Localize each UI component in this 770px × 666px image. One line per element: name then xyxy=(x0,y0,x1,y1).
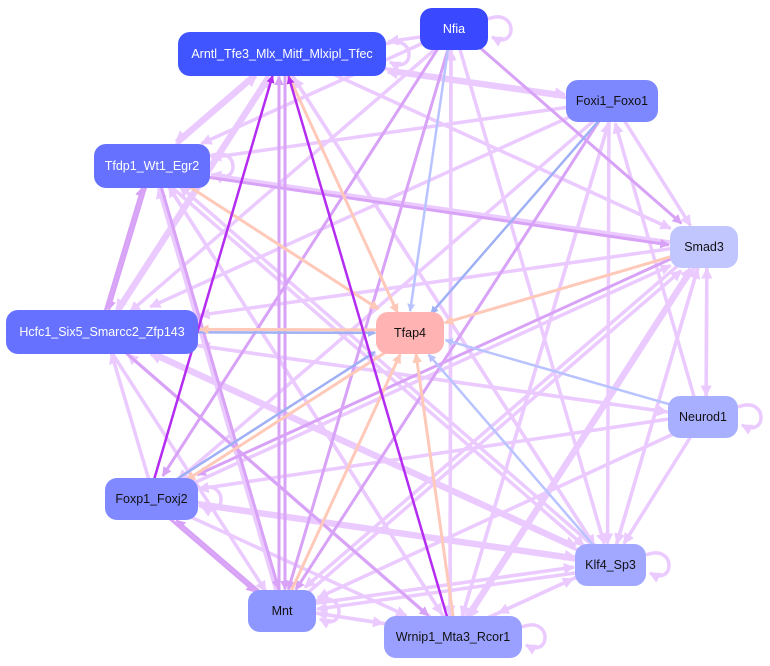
node-wrnip1[interactable]: Wrnip1_Mta3_Rcor1 xyxy=(384,616,522,658)
node-arntl[interactable]: Arntl_Tfe3_Mlx_Mitf_Mlxipl_Tfec xyxy=(178,32,386,76)
edge-neurod1-to-mnt xyxy=(316,418,705,600)
edge-tfdp1-to-smad3 xyxy=(151,167,670,249)
edge-smad3-to-tfap4 xyxy=(443,245,705,326)
node-label: Arntl_Tfe3_Mlx_Mitf_Mlxipl_Tfec xyxy=(191,47,373,61)
edge-klf4-to-tfdp1 xyxy=(178,184,614,565)
node-foxp1[interactable]: Foxp1_Foxj2 xyxy=(105,478,198,520)
edge-hcfc1-to-mnt xyxy=(98,332,268,593)
edge-tfdp1-to-hcfc1 xyxy=(106,165,154,311)
edge-tfap4-to-foxp1 xyxy=(185,334,413,482)
edge-smad3-to-tfdp1 xyxy=(210,170,705,249)
edge-neurod1-to-neurod1 xyxy=(737,403,763,435)
edge-foxp1-to-tfap4 xyxy=(149,350,376,498)
edge-klf4-to-mnt xyxy=(315,566,612,614)
node-label: Hcfc1_Six5_Smarcc2_Zfp143 xyxy=(19,325,185,339)
node-label: Foxi1_Foxo1 xyxy=(575,94,649,108)
edge-nfia-to-klf4 xyxy=(452,28,607,545)
node-foxi1[interactable]: Foxi1_Foxo1 xyxy=(566,80,658,122)
edge-klf4-to-tfap4 xyxy=(427,353,612,566)
node-klf4[interactable]: Klf4_Sp3 xyxy=(575,544,646,586)
edge-nfia-to-tfdp1 xyxy=(200,27,455,146)
node-tfdp1[interactable]: Tfdp1_Wt1_Egr2 xyxy=(94,144,210,188)
node-label: Mnt xyxy=(271,604,293,618)
edge-wrnip1-to-tfap4 xyxy=(412,353,458,637)
edge-hcfc1-to-arntl xyxy=(103,77,272,335)
node-nfia[interactable]: Nfia xyxy=(420,8,488,50)
edge-nfia-to-smad3 xyxy=(454,25,683,225)
edge-nfia-to-nfia xyxy=(487,15,513,47)
edge-hcfc1-to-klf4 xyxy=(102,327,577,548)
edge-neurod1-to-smad3 xyxy=(701,267,713,418)
edge-wrnip1-to-nfia xyxy=(445,49,457,637)
edge-mnt-to-tfdp1 xyxy=(156,187,284,612)
node-hcfc1[interactable]: Hcfc1_Six5_Smarcc2_Zfp143 xyxy=(6,310,198,354)
edge-arntl-to-smad3 xyxy=(282,49,672,231)
edge-foxp1-to-arntl xyxy=(147,74,275,499)
edge-foxi1-to-foxp1 xyxy=(177,101,616,482)
edge-arntl-to-arntl xyxy=(385,40,411,72)
edge-hcfc1-to-tfdp1 xyxy=(97,186,145,332)
node-label: Tfap4 xyxy=(394,326,426,340)
node-mnt[interactable]: Mnt xyxy=(248,590,316,632)
edge-smad3-to-foxp1 xyxy=(196,242,704,477)
node-label: Wrnip1_Mta3_Rcor1 xyxy=(395,630,511,644)
edge-foxp1-to-hcfc1 xyxy=(109,352,157,499)
edge-wrnip1-to-foxi1 xyxy=(454,122,612,639)
edge-mnt-to-klf4 xyxy=(281,562,575,610)
edge-tfap4-to-hcfc1 xyxy=(198,324,411,335)
node-label: Tfdp1_Wt1_Egr2 xyxy=(104,159,200,173)
edge-foxi1-to-tfap4 xyxy=(429,102,616,315)
node-label: Smad3 xyxy=(684,240,724,254)
edge-klf4-to-smad3 xyxy=(608,267,701,566)
edge-foxi1-to-mnt xyxy=(294,100,614,591)
edge-smad3-to-mnt xyxy=(303,243,704,589)
edge-foxi1-to-klf4 xyxy=(602,100,614,545)
node-label: Klf4_Sp3 xyxy=(585,558,636,572)
edge-klf4-to-foxp1 xyxy=(197,501,611,567)
edge-mnt-to-tfap4 xyxy=(280,353,402,612)
edge-mnt-to-mnt xyxy=(315,597,341,629)
edge-nfia-to-tfap4 xyxy=(407,28,453,312)
edge-neurod1-to-klf4 xyxy=(622,416,705,545)
edge-tfdp1-to-mnt xyxy=(153,164,281,590)
node-label: Neurod1 xyxy=(679,410,727,424)
edge-wrnip1-to-tfdp1 xyxy=(167,185,458,637)
edge-wrnip1-to-wrnip1 xyxy=(521,623,547,655)
node-neurod1[interactable]: Neurod1 xyxy=(668,396,738,438)
node-tfap4[interactable]: Tfap4 xyxy=(376,312,444,354)
edge-hcfc1-to-wrnip1 xyxy=(101,330,430,617)
node-label: Nfia xyxy=(442,22,466,36)
edge-mnt-to-smad3 xyxy=(282,269,683,615)
edge-arntl-to-tfap4 xyxy=(277,54,399,314)
edge-smad3-to-wrnip1 xyxy=(467,247,708,619)
edge-wrnip1-to-arntl xyxy=(286,75,455,638)
edge-klf4-to-klf4 xyxy=(645,551,671,583)
edge-neurod1-to-tfap4 xyxy=(444,338,705,416)
node-smad3[interactable]: Smad3 xyxy=(670,226,738,268)
edge-nfia-to-foxp1 xyxy=(161,26,453,477)
node-label: Foxp1_Foxj2 xyxy=(115,492,188,506)
edge-foxp1-to-klf4 xyxy=(151,494,576,561)
edge-wrnip1-to-smad3 xyxy=(451,267,692,638)
